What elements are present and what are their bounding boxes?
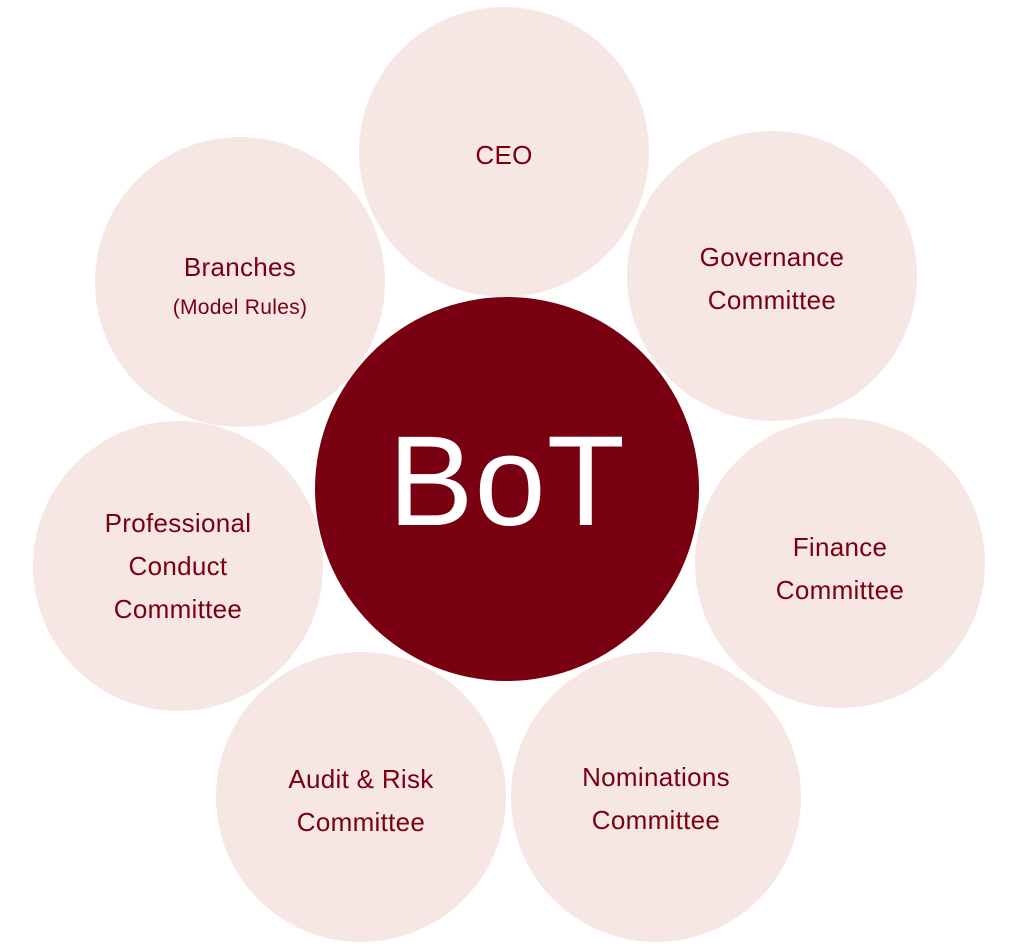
branches-sub-label: (Model Rules) [172, 295, 308, 319]
branches-label: Branches [183, 251, 297, 282]
audit-risk-committee-node: Audit & Risk Committee [216, 652, 506, 942]
nominations-label-line-2: Committee [591, 805, 721, 835]
finance-committee-node: Finance Committee [695, 418, 985, 708]
governance-label-line-2: Committee [707, 285, 837, 315]
professional-label-line-3: Committee [113, 593, 243, 624]
finance-label-line-1: Finance [792, 532, 888, 562]
governance-label-line-1: Governance [699, 242, 845, 272]
ceo-node: CEO [359, 7, 649, 297]
nominations-committee-node: Nominations Committee [511, 652, 801, 942]
audit-label-line-1: Audit & Risk [288, 764, 434, 794]
audit-label-line-2: Committee [296, 807, 426, 837]
professional-label-line-2: Conduct [128, 550, 228, 581]
finance-label-line-2: Committee [775, 575, 905, 605]
bot-label: BoT [388, 409, 626, 553]
bot-center-node: BoT [315, 297, 699, 681]
governance-committee-node: Governance Committee [627, 131, 917, 421]
branches-node: Branches (Model Rules) [95, 137, 385, 427]
professional-label-line-1: Professional [104, 507, 252, 538]
nominations-label-line-1: Nominations [582, 762, 730, 792]
ceo-label: CEO [475, 139, 533, 170]
professional-conduct-committee-node: Professional Conduct Committee [33, 421, 323, 711]
